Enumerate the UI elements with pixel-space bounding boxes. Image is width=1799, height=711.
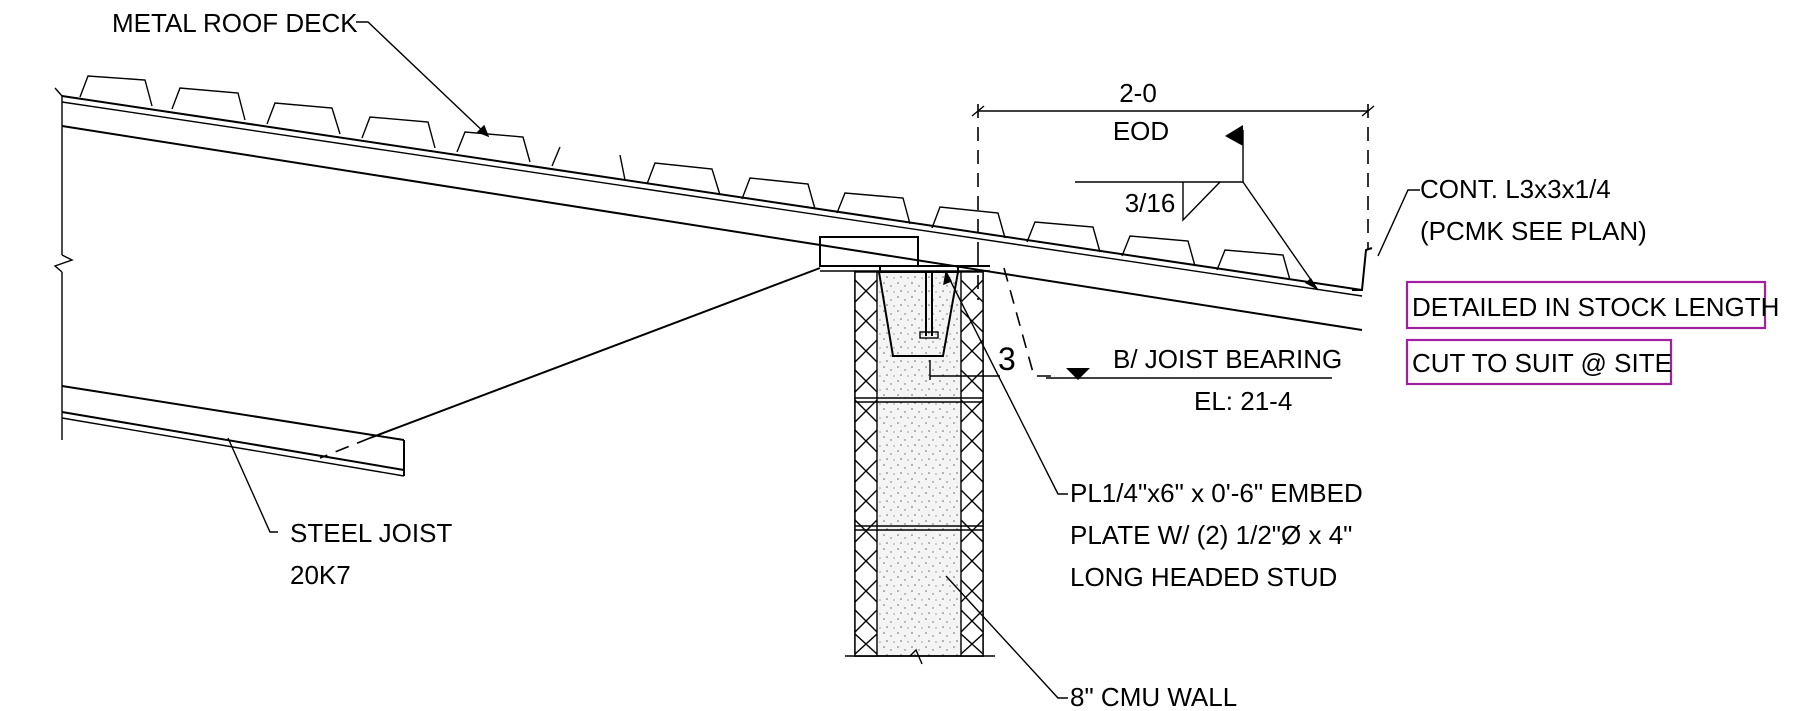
note2-text: CUT TO SUIT @ SITE: [1412, 348, 1672, 378]
note1-text: DETAILED IN STOCK LENGTH: [1412, 292, 1779, 322]
deck-flutes: [79, 75, 1291, 281]
bearing-line2: EL: 21-4: [1194, 386, 1292, 416]
angle-label-1: CONT. L3x3x1/4: [1420, 174, 1611, 204]
plate-label-1: PL1/4"x6" x 0'-6" EMBED: [1070, 478, 1363, 508]
angle-label-2: (PCMK SEE PLAN): [1420, 216, 1647, 246]
steel-joist-label-2: 20K7: [290, 560, 351, 590]
steel-joist-label-1: STEEL JOIST: [290, 518, 452, 548]
break-line: [53, 96, 74, 440]
roof-deck: [54, 75, 1373, 331]
weld-size-label: 3/16: [1125, 188, 1176, 218]
field-weld-flag-icon: [1225, 125, 1243, 146]
cmu-hatch: [854, 279, 984, 655]
dim-value-label: 2-0: [1119, 78, 1157, 108]
weld-symbol: 3/16: [1075, 125, 1319, 291]
plate-label-3: LONG HEADED STUD: [1070, 562, 1337, 592]
note-stock-length: DETAILED IN STOCK LENGTH: [1405, 280, 1779, 330]
setback-label: 3: [998, 341, 1016, 377]
cmu-wall: [845, 265, 995, 665]
note-cut-to-suit: CUT TO SUIT @ SITE: [1405, 338, 1673, 386]
cmu-wall-label: 8" CMU WALL: [1070, 682, 1237, 711]
eod-label: EOD: [1113, 116, 1169, 146]
plate-label-2: PLATE W/ (2) 1/2"Ø x 4": [1070, 520, 1352, 550]
steel-joist: [61, 267, 821, 477]
roof-deck-label: METAL ROOF DECK: [112, 8, 358, 38]
bearing-elevation: B/ JOIST BEARING EL: 21-4 3: [929, 341, 1342, 416]
dimension-2-0: 2-0 EOD: [971, 78, 1375, 377]
bearing-line1: B/ JOIST BEARING: [1113, 344, 1342, 374]
leaders: [227, 21, 1420, 699]
elevation-marker-icon: [1066, 368, 1090, 380]
